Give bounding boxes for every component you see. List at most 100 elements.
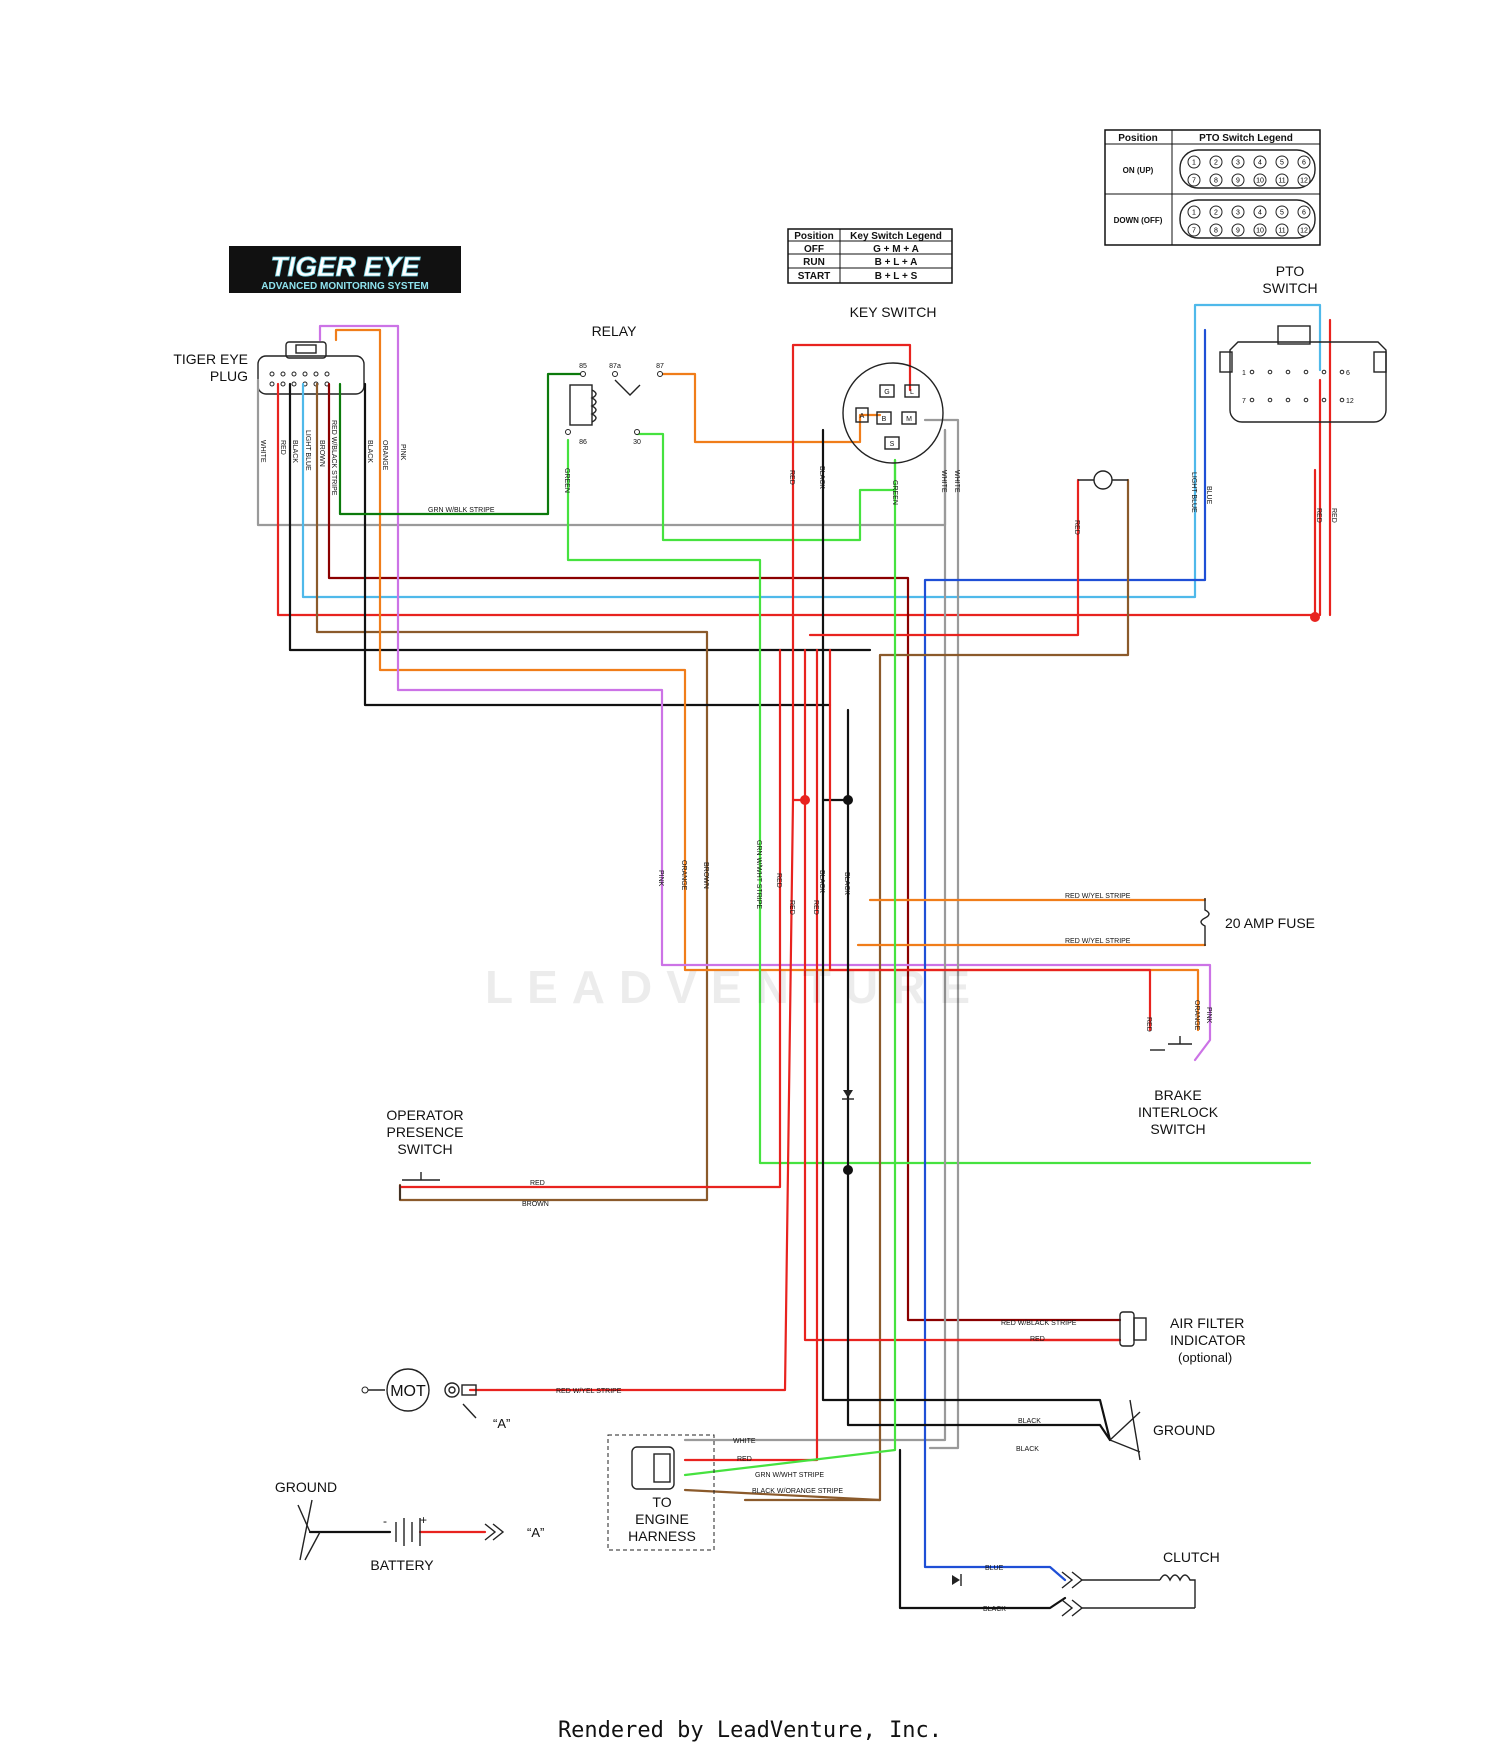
- battery-label: BATTERY: [370, 1557, 434, 1573]
- pto-legend-pin: [1209, 223, 1223, 237]
- pto-legend-header-title: PTO Switch Legend: [1199, 133, 1293, 144]
- wire-pink: [396, 324, 1212, 1062]
- wire-green-relay-86: [566, 438, 1312, 1165]
- pto-legend-pin-label: 3: [1236, 210, 1240, 217]
- key-legend-row-run: RUN: [803, 257, 825, 268]
- relay-pin-87: 87: [656, 363, 664, 370]
- relay-pin-85: 85: [579, 363, 587, 370]
- key-legend-header-position: Position: [794, 231, 833, 242]
- wire-grn-blk-stripe: [338, 372, 585, 516]
- tiger-eye-logo: TIGER EYE ADVANCED MONITORING SYSTEM: [229, 246, 461, 293]
- wire-harness: [256, 303, 1332, 1610]
- pto-plug-pin-1: 1: [1242, 370, 1246, 377]
- indicator-lamp: [1078, 470, 1128, 490]
- pto-legend-pin: [1209, 173, 1223, 187]
- pto-legend-row-down: DOWN (OFF): [1114, 216, 1163, 225]
- pto-legend-pin-label: 4: [1258, 210, 1262, 217]
- key-pin-s: S: [890, 441, 895, 448]
- wire-label-orange-trunk: ORANGE: [680, 860, 687, 891]
- wire-label-blue-pto: BLUE: [1205, 486, 1212, 505]
- key-legend-row-off-value: G + M + A: [873, 244, 919, 255]
- ground-right: GROUND: [1109, 1399, 1215, 1461]
- wire-label-orange: ORANGE: [381, 440, 388, 471]
- pto-legend-pin-label: 9: [1236, 178, 1240, 185]
- pto-legend-pin-label: 5: [1280, 160, 1284, 167]
- pto-legend-pin-label: 7: [1192, 228, 1196, 235]
- wire-brown-lamp: [743, 478, 1130, 1502]
- pto-legend-pin: [1275, 223, 1289, 237]
- wire-label-red-trunk-1: RED: [775, 873, 782, 888]
- pto-legend-pin: [1231, 173, 1245, 187]
- wire-label-brown-operator: BROWN: [522, 1201, 549, 1208]
- wire-label-grn-wht-trunk: GRN W/WHT STRIPE: [755, 840, 762, 909]
- wire-label-brown-trunk: BROWN: [702, 862, 709, 889]
- watermark: LEADVENTURE: [485, 961, 985, 1013]
- key-legend-row-start: START: [798, 271, 831, 282]
- motor-ref-a: “A”: [493, 1416, 510, 1431]
- wire-label-red-trunk-2: RED: [788, 900, 795, 915]
- motor-label: MOT: [390, 1383, 426, 1400]
- wire-label-red-operator: RED: [530, 1180, 545, 1187]
- pto-legend-pin: [1297, 205, 1311, 219]
- wire-label-pink-brake: PINK: [1205, 1007, 1212, 1024]
- fuse-20-amp: 20 AMP FUSE: [1200, 898, 1315, 946]
- pto-switch-label-1: PTO: [1276, 263, 1305, 279]
- pto-legend-pin: [1253, 223, 1267, 237]
- wire-label-red-pto-2: RED: [1330, 508, 1337, 523]
- key-legend-row-start-value: B + L + S: [875, 271, 918, 282]
- wire-orange-top: [334, 328, 382, 342]
- battery-ref-a: “A”: [527, 1525, 544, 1540]
- wire-black-orange-stripe: [683, 1488, 882, 1502]
- air-filter-indicator: AIR FILTER INDICATOR (optional): [1119, 1311, 1246, 1365]
- wire-light-blue: [301, 303, 1322, 599]
- wire-red-lamp: [808, 478, 1080, 637]
- key-pin-l: L: [910, 389, 914, 396]
- wire-brown: [315, 382, 709, 1202]
- wire-white-tiger: [256, 378, 947, 527]
- pto-legend-pin: [1231, 155, 1245, 169]
- svg-text:-: -: [383, 1514, 387, 1528]
- footer-credit: Rendered by LeadVenture, Inc.: [557, 1718, 943, 1743]
- wire-label-red-yel-fuse-2: RED W/YEL STRIPE: [1065, 938, 1131, 945]
- wire-orange: [378, 328, 1200, 1032]
- engine-label-1: TO: [652, 1494, 671, 1510]
- wire-label-orange-brake: ORANGE: [1193, 1000, 1200, 1031]
- brake-label-2: INTERLOCK: [1138, 1104, 1219, 1120]
- relay-pin-30: 30: [633, 439, 641, 446]
- pto-legend-pin-label: 2: [1214, 160, 1218, 167]
- wire-label-blue-clutch: BLUE: [985, 1565, 1004, 1572]
- key-legend-header-title: Key Switch Legend: [850, 231, 942, 242]
- tiger-eye-logo-title: TIGER EYE: [270, 251, 421, 282]
- pto-plug-pin-12: 12: [1346, 398, 1354, 405]
- wire-label-black-clutch: BLACK: [983, 1606, 1006, 1613]
- wire-orange-relay-87: [658, 372, 882, 444]
- pto-legend-pin-label: 8: [1214, 228, 1218, 235]
- wire-label-red-yel-fuse-1: RED W/YEL STRIPE: [1065, 893, 1131, 900]
- key-pin-a: A: [860, 413, 865, 420]
- clutch-label: CLUTCH: [1163, 1549, 1220, 1565]
- wire-black-2: [363, 382, 832, 707]
- wire-label-pink-trunk: PINK: [657, 870, 664, 887]
- engine-label-3: HARNESS: [628, 1528, 696, 1544]
- pto-legend-pin-label: 12: [1300, 228, 1308, 235]
- wire-label-black-key: BLACK: [818, 466, 825, 489]
- pto-legend-pin: [1187, 173, 1201, 187]
- wire-label-black-ground-1: BLACK: [1018, 1418, 1041, 1425]
- pto-legend-pin: [1297, 223, 1311, 237]
- pto-legend-pin: [1209, 155, 1223, 169]
- wire-red-key: [791, 343, 912, 442]
- relay-pin-86: 86: [579, 439, 587, 446]
- wire-label-red-black-air: RED W/BLACK STRIPE: [1001, 1320, 1077, 1327]
- brake-label-1: BRAKE: [1154, 1087, 1201, 1103]
- wire-label-red-trunk-3: RED: [812, 900, 819, 915]
- wire-label-black-trunk-1: BLACK: [818, 870, 825, 893]
- pto-legend-pin-label: 8: [1214, 178, 1218, 185]
- ground-right-label: GROUND: [1153, 1422, 1215, 1438]
- pto-legend-pin-label: 11: [1278, 178, 1285, 185]
- pto-legend-header-position: Position: [1118, 133, 1157, 144]
- pto-legend-pin-label: 3: [1236, 160, 1240, 167]
- wire-label-black-2: BLACK: [366, 440, 373, 463]
- pto-legend-pin: [1253, 205, 1267, 219]
